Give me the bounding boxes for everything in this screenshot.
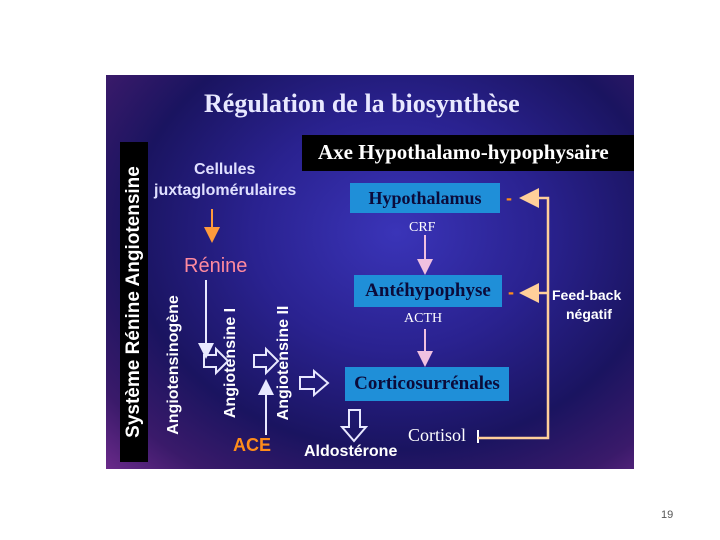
hollow-arrow-1 xyxy=(203,346,230,376)
minus-sign-antehypophyse: - xyxy=(508,282,514,302)
feedback-label-line2: négatif xyxy=(566,306,612,322)
renin-label: Rénine xyxy=(184,255,248,277)
page-number: 19 xyxy=(661,509,674,521)
feedback-label-line1: Feed-back xyxy=(552,287,622,303)
crf-label: CRF xyxy=(409,220,436,235)
acth-label: ACTH xyxy=(404,311,443,326)
axis-heading: Axe Hypothalamo-hypophysaire xyxy=(318,140,609,164)
feedback-loop-line xyxy=(478,188,550,440)
aldosterone-label: Aldostérone xyxy=(304,443,398,460)
side-label-box xyxy=(120,142,148,462)
hollow-arrow-2 xyxy=(253,346,280,376)
hollow-arrow-3 xyxy=(299,368,330,398)
arrows-layer xyxy=(198,188,550,443)
cortisol-label: Cortisol xyxy=(408,425,467,445)
antehypophyse-box: Antéhypophyse xyxy=(354,275,502,307)
hypothalamus-box: Hypothalamus xyxy=(350,183,500,213)
slide-title: Régulation de la biosynthèse xyxy=(204,89,520,118)
ace-label: ACE xyxy=(233,435,272,455)
cells-label-line2: juxtaglomérulaires xyxy=(154,182,297,199)
hollow-arrow-aldosterone xyxy=(339,409,369,443)
slide: Régulation de la biosynthèse Axe Hypotha… xyxy=(106,75,634,469)
axis-heading-box xyxy=(302,135,634,171)
cells-label-line1: Cellules xyxy=(194,161,256,178)
minus-sign-hypothalamus: - xyxy=(506,188,512,208)
corticosurrenales-box: Corticosurrénales xyxy=(345,367,509,401)
